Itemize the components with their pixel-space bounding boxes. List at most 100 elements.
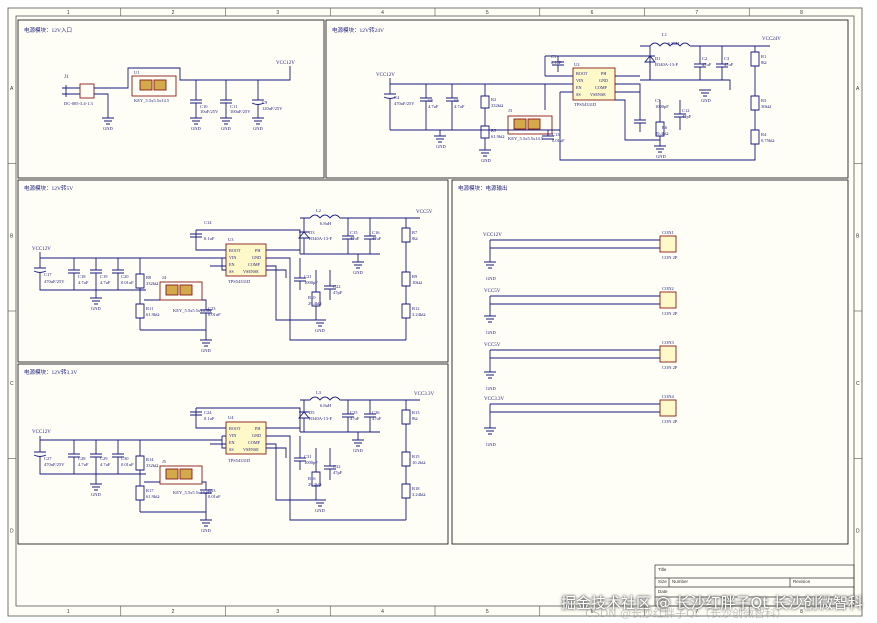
gnd-label: GND [486, 386, 496, 391]
d3-value: B340A-13-F [309, 236, 332, 241]
r1-ref: R1 [761, 54, 766, 59]
r12-value: 3.24kΩ [412, 312, 426, 317]
gnd-label: GND [481, 158, 491, 163]
vcc12-net-label: VCC12V [376, 73, 395, 78]
input-circuit [62, 66, 291, 118]
grid-row-label: A [856, 86, 860, 92]
r8-ref: R8 [146, 275, 152, 280]
file-label: File [658, 598, 666, 603]
j1-ref: J1 [64, 75, 69, 80]
con4-net-label: VCC3.3V [484, 397, 505, 402]
c9-ref: C9 [262, 100, 268, 105]
grid-column-label: 7 [695, 609, 698, 615]
l2-ref: L2 [316, 208, 321, 213]
r2-ref: R2 [491, 97, 496, 102]
grid-column-label: 4 [381, 609, 384, 615]
revision-label: Revision [793, 579, 811, 584]
vcc12-net-label: VCC12V [276, 61, 295, 66]
c23-value: 0.01uF [208, 312, 221, 317]
c2-value: 47uF [702, 62, 712, 67]
r15-ref: R15 [412, 454, 420, 459]
gnd-symbols-3v3 [90, 439, 364, 527]
c13-value: 0.01uF [552, 138, 565, 143]
grid-column-label: 6 [591, 609, 594, 615]
c6-value: 4.7uF [454, 104, 465, 109]
ic-pin-ph: PH [255, 426, 260, 431]
u3-value: TPS54331D [228, 279, 251, 284]
r12-ref: R12 [412, 306, 420, 311]
grid-column-label: 6 [591, 10, 594, 16]
ic-pin-boot: BOOT [229, 426, 241, 431]
sw-ref: J5 [162, 459, 167, 464]
ic-pin-ss: SS [229, 269, 234, 274]
gnd-symbols-input [102, 117, 264, 125]
r2-value: 332kΩ [491, 103, 504, 108]
r7-ref: R7 [412, 230, 418, 235]
r14-ref: R14 [146, 457, 154, 462]
c24-value: 0.1uF [204, 416, 215, 421]
ic-pin-ss: SS [576, 92, 581, 97]
gnd-label: GND [201, 528, 211, 533]
c7-value: 1000pF [655, 104, 669, 109]
ic-pin-comp: COMP [248, 440, 261, 445]
watermark-csdn: CSDN @长沙红胖子Qt（长沙创微智科） [585, 607, 787, 620]
ic-pin-comp: COMP [248, 262, 261, 267]
con2-value: CON 2P [662, 311, 678, 316]
c4-ref: C4 [394, 95, 400, 100]
r17-ref: R17 [146, 488, 154, 493]
gnd-label: GND [486, 330, 496, 335]
con4-ref: CON4 [662, 394, 675, 399]
c3-ref: C3 [724, 56, 730, 61]
con3-net-label: VCC5V [484, 343, 501, 348]
connector-con4 [484, 399, 677, 435]
gnd-label: GND [253, 126, 263, 131]
section-title: 电源模块：电源输出 [458, 184, 508, 192]
c28-value: 4.7uF [78, 462, 89, 467]
vcc24-net-label: VCC24V [762, 37, 781, 42]
c24-ref: C24 [204, 410, 212, 415]
vcc33-net-label: VCC3.3V [414, 392, 435, 397]
c29-value: 4.7uF [100, 462, 111, 467]
c14-value: 0.1uF [204, 236, 215, 241]
ic-pin-gnd: GND [599, 78, 608, 83]
r11-value: 61.9kΩ [146, 312, 160, 317]
section-12v-to-5v: 电源模块：12V转5V [17, 179, 449, 363]
ic-pin-en: EN [229, 262, 235, 267]
c20-value: 0.01uF [121, 280, 134, 285]
size-label: Size [658, 579, 667, 584]
j1-value: DC-005-3.4-1.3 [64, 101, 93, 106]
c12-value: 47pF [682, 114, 692, 119]
ic-pin-ss: SS [229, 447, 234, 452]
gnd-label: GND [315, 508, 325, 513]
gnd-label: GND [656, 154, 666, 159]
c19-value: 4.7uF [100, 280, 111, 285]
c1-ref: C1 [551, 54, 556, 59]
c10-value: 10uF/25V [200, 109, 219, 114]
d1-value: B340A-13-F [655, 62, 678, 67]
u2-value: TPS54331D [574, 102, 597, 107]
sw-value: KEY_5.5x5.5x14.5B [173, 490, 211, 495]
r3-ref: R3 [761, 98, 767, 103]
c12-ref: C12 [682, 108, 690, 113]
sw-value: KEY_5.5x5.5x14.5 [508, 136, 544, 141]
gnd-symbols-5v [90, 261, 364, 347]
d1-ref: D1 [655, 56, 661, 61]
c11-ref: C11 [230, 104, 237, 109]
ic-pin-comp: COMP [595, 85, 608, 90]
gnd-label: GND [103, 126, 113, 131]
con3-ref: CON3 [662, 340, 675, 345]
grid-column-label: 1 [67, 10, 70, 16]
c25-ref: C25 [350, 410, 358, 415]
number-label: Number [672, 579, 689, 584]
c13-ref: C13 [552, 132, 560, 137]
gnd-label: GND [91, 306, 101, 311]
gnd-label: GND [315, 328, 325, 333]
vcc12-net-label: VCC12V [32, 247, 51, 252]
grid-row-label: D [856, 528, 860, 534]
d5-ref: D5 [309, 410, 315, 415]
gnd-label: GND [486, 442, 496, 447]
c16-value: 47uF [372, 236, 382, 241]
c10-ref: C10 [200, 104, 208, 109]
